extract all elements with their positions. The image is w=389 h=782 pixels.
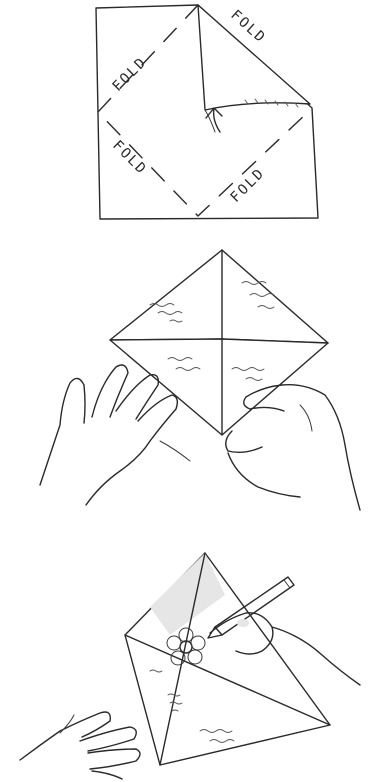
step-1-fold-square: FOLD FOLD FOLD FOLD [0,0,389,230]
fortune-teller-open [125,553,330,765]
step-1-illustration: FOLD FOLD FOLD FOLD [0,0,389,230]
step-3-writing [0,535,389,782]
fortune-teller-top [110,250,328,343]
left-hand [20,712,140,779]
fortune-teller-bottom [110,339,328,435]
step-2-fortune-teller [0,235,389,520]
step-3-illustration [0,535,389,782]
step-2-illustration [0,235,389,520]
left-hand [40,365,177,505]
